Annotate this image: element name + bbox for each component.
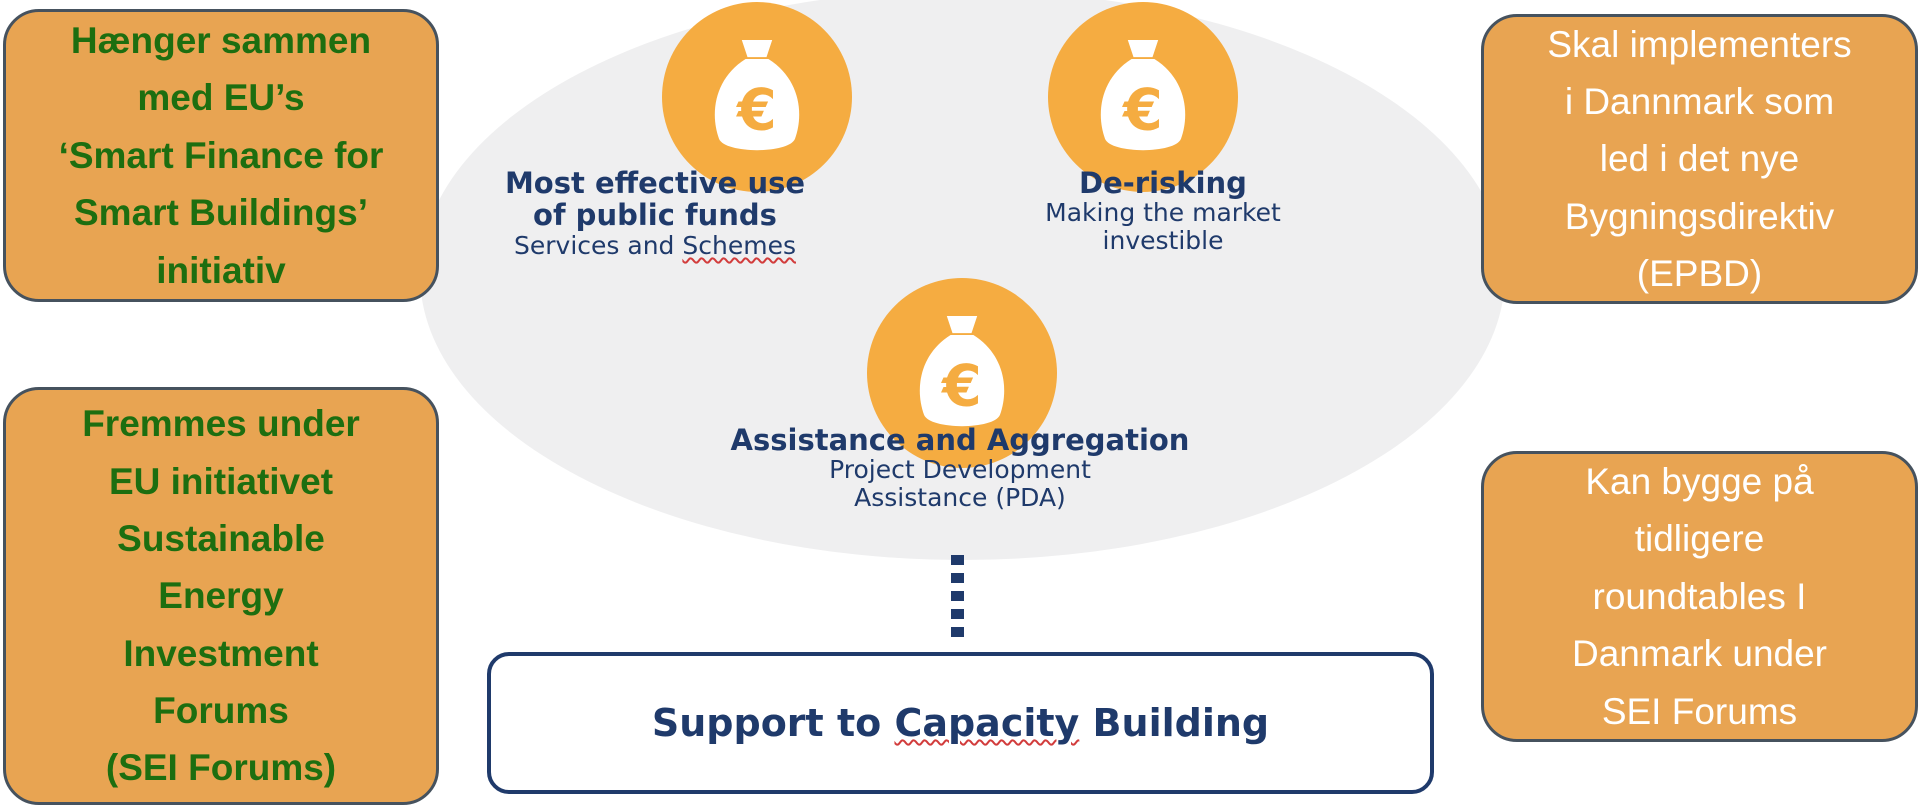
dotted-connector <box>951 555 965 650</box>
pillar-title: De-risking <box>1079 166 1247 200</box>
pillar-assistance: Assistance and Aggregation Project Devel… <box>640 424 1280 512</box>
note-line: roundtables I <box>1592 575 1807 617</box>
note-bottom-left: Fremmes under EU initiativet Sustainable… <box>3 387 439 805</box>
note-line: Kan bygge på <box>1585 461 1814 503</box>
note-line: ‘Smart Finance for <box>58 134 384 176</box>
note-line: Smart Buildings’ <box>74 192 368 234</box>
note-line: (EPBD) <box>1636 253 1763 295</box>
note-line: initiativ <box>156 249 286 291</box>
note-line: Energy <box>158 575 284 617</box>
pillar-subtitle-line2: investible <box>1102 226 1224 256</box>
capacity-text-part3: Building <box>1079 701 1270 745</box>
pillar-public-funds: Most effective use of public funds Servi… <box>455 167 855 260</box>
subtitle-text: Services and <box>514 230 683 260</box>
pillar-subtitle-line1: Making the market <box>1045 198 1281 228</box>
money-bag-euro-icon: € <box>662 2 852 192</box>
capacity-spellchecked-word: Capacity <box>894 701 1080 745</box>
pillar-derisking: De-risking Making the market investible <box>978 167 1348 255</box>
note-top-left: Hænger sammen med EU’s ‘Smart Finance fo… <box>3 9 439 302</box>
note-line: Bygningsdirektiv <box>1564 195 1835 237</box>
capacity-building-box: Support to Capacity Building <box>487 652 1434 794</box>
note-bottom-right: Kan bygge på tidligere roundtables I Dan… <box>1481 451 1918 742</box>
pillar-subtitle-line2: Assistance (PDA) <box>854 483 1066 513</box>
note-line: Skal implementers <box>1547 23 1852 65</box>
money-bag-euro-icon: € <box>1048 2 1238 192</box>
pillar-title: Assistance and Aggregation <box>730 423 1190 457</box>
note-line: SEI Forums <box>1601 690 1798 732</box>
pillar-subtitle-line1: Project Development <box>829 455 1091 485</box>
subtitle-spellchecked-word: Schemes <box>682 230 796 260</box>
note-line: (SEI Forums) <box>105 747 337 789</box>
note-line: med EU’s <box>137 77 305 119</box>
note-line: Danmark under <box>1571 633 1827 675</box>
capacity-building-label: Support to Capacity Building <box>652 701 1269 745</box>
euro-glyph: € <box>735 77 777 143</box>
pillar-subtitle: Services and Schemes <box>455 230 855 260</box>
capacity-text-part1: Support to <box>651 701 895 745</box>
pillar-title-line1: Most effective use <box>504 166 806 200</box>
note-line: Investment <box>123 632 319 674</box>
note-line: led i det nye <box>1599 138 1800 180</box>
note-line: Sustainable <box>117 517 325 559</box>
note-line: Forums <box>153 690 289 732</box>
note-line: Hænger sammen <box>70 20 372 62</box>
pillar-title-line2: of public funds <box>533 198 777 233</box>
euro-glyph: € <box>940 353 982 419</box>
note-line: Fremmes under <box>82 403 360 445</box>
money-bag-euro-icon: € <box>867 278 1057 468</box>
euro-glyph: € <box>1121 77 1163 143</box>
note-line: i Dannmark som <box>1564 80 1835 122</box>
note-top-right: Skal implementers i Dannmark som led i d… <box>1481 14 1918 304</box>
note-line: EU initiativet <box>108 460 334 502</box>
note-line: tidligere <box>1634 518 1765 560</box>
